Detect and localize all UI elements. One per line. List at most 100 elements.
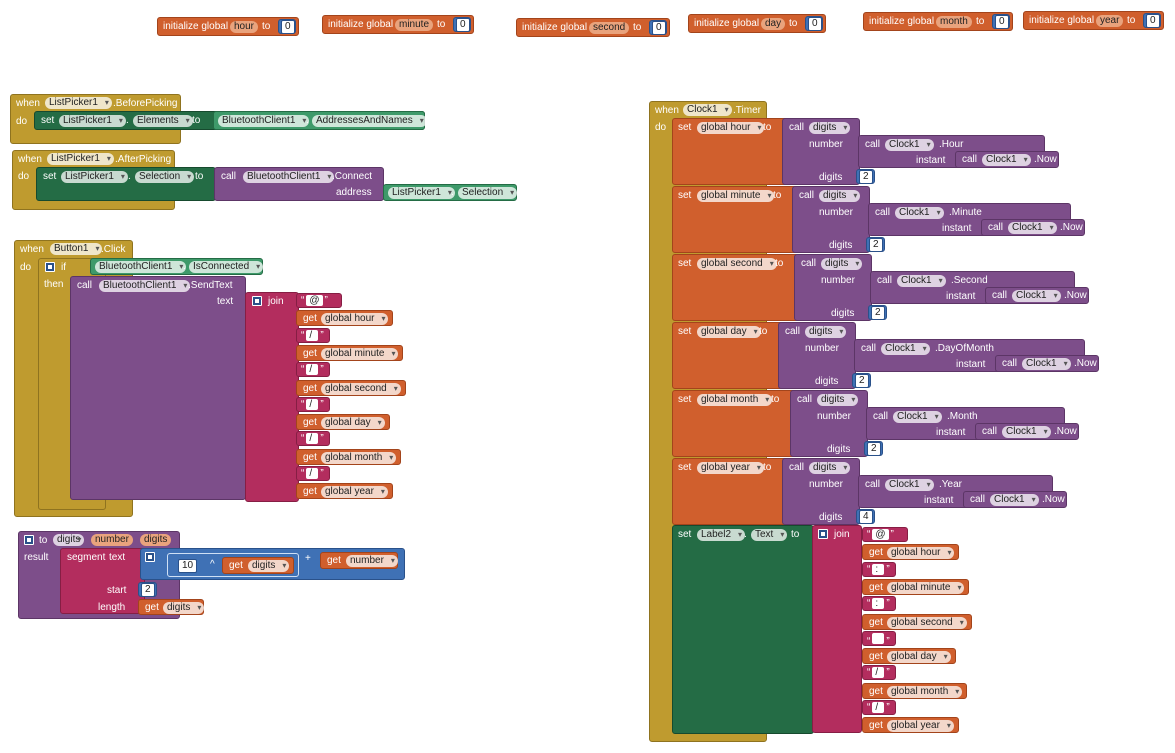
global-value-number[interactable]: 0 bbox=[808, 17, 822, 31]
text-string-block[interactable]: “/” bbox=[862, 665, 896, 681]
set-label-text-block[interactable]: set Label2 . Text to bbox=[672, 525, 814, 734]
label-property-dropdown[interactable]: Text bbox=[751, 529, 788, 541]
get-var-dropdown[interactable]: global year bbox=[321, 486, 388, 499]
get-var-dropdown[interactable]: global year bbox=[887, 720, 954, 733]
get-var-dropdown[interactable]: global month bbox=[887, 685, 963, 698]
text-string-value[interactable]: “@” bbox=[301, 295, 328, 306]
global-name-field[interactable]: second bbox=[589, 22, 630, 34]
text-string-value[interactable]: “/” bbox=[867, 667, 890, 679]
global-value-number[interactable]: 0 bbox=[1146, 14, 1160, 28]
digits-number-block[interactable]: 4 bbox=[856, 509, 875, 524]
param-number[interactable]: number bbox=[91, 534, 133, 546]
text-string-value[interactable]: “/” bbox=[301, 433, 324, 445]
addresses-and-names-getter[interactable]: BluetoothClient1 . AddressesAndNames bbox=[213, 111, 427, 130]
procedure-dropdown[interactable]: digits bbox=[819, 190, 861, 202]
digits-number-block[interactable]: 2 bbox=[864, 441, 883, 456]
procedure-dropdown[interactable]: digits bbox=[821, 258, 863, 270]
text-string-value[interactable]: “/” bbox=[867, 702, 890, 713]
global-value-number-block[interactable]: 0 bbox=[278, 19, 296, 34]
get-var-dropdown[interactable]: number bbox=[346, 555, 398, 567]
get-var-dropdown[interactable]: global second bbox=[321, 382, 401, 395]
global-name-field[interactable]: hour bbox=[230, 21, 259, 33]
text-string-literal[interactable]: / bbox=[306, 329, 319, 341]
text-string-block[interactable]: “/” bbox=[296, 431, 330, 447]
get-length-digits-block[interactable]: get digits bbox=[138, 599, 205, 615]
start-number-block[interactable]: 2 bbox=[138, 582, 157, 597]
set-var-dropdown[interactable]: global day bbox=[697, 326, 761, 338]
clock-component-dropdown[interactable]: Clock1 bbox=[895, 207, 944, 219]
global-value-number-block[interactable]: 0 bbox=[453, 17, 471, 32]
set-component-dropdown[interactable]: ListPicker1 bbox=[61, 171, 128, 183]
text-string-value[interactable]: “@” bbox=[867, 529, 894, 540]
text-string-block[interactable]: “/” bbox=[296, 466, 330, 481]
text-string-literal[interactable]: / bbox=[872, 667, 885, 679]
get-var-dropdown[interactable]: global second bbox=[887, 616, 967, 629]
procedure-dropdown[interactable]: digits bbox=[809, 122, 851, 134]
text-string-value[interactable]: “/” bbox=[301, 364, 324, 376]
power-base-number[interactable]: 10 bbox=[178, 559, 198, 573]
digits-number-block[interactable]: 2 bbox=[856, 169, 875, 184]
text-string-literal[interactable]: / bbox=[306, 468, 319, 479]
is-connected-getter[interactable]: BluetoothClient1 . IsConnected bbox=[90, 258, 264, 275]
clock-component-dropdown[interactable]: Clock1 bbox=[1012, 290, 1061, 302]
set-property-dropdown[interactable]: Elements bbox=[133, 115, 193, 127]
get-var-dropdown[interactable]: global minute bbox=[321, 347, 399, 360]
text-string-block[interactable]: “/” bbox=[862, 700, 896, 715]
get-var-dropdown[interactable]: global minute bbox=[887, 581, 965, 594]
send-text-call-block[interactable]: call BluetoothClient1 .SendText text bbox=[70, 276, 246, 500]
set-selection-block[interactable]: set ListPicker1 . Selection to bbox=[36, 167, 216, 201]
join-mutator-icon[interactable] bbox=[252, 296, 262, 306]
get-var-dropdown[interactable]: global hour bbox=[887, 547, 955, 560]
procedure-dropdown[interactable]: digits bbox=[809, 462, 851, 474]
digits-number-value[interactable]: 2 bbox=[871, 306, 885, 320]
text-string-value[interactable]: “:” bbox=[867, 563, 890, 575]
digits-number-block[interactable]: 2 bbox=[868, 305, 887, 320]
text-string-value[interactable]: “/” bbox=[301, 398, 324, 410]
clock-component-dropdown[interactable]: Clock1 bbox=[1002, 426, 1051, 438]
plus-mutator-icon[interactable] bbox=[145, 552, 155, 562]
text-string-literal[interactable]: @ bbox=[306, 295, 323, 306]
get-var-dropdown[interactable]: global month bbox=[321, 451, 397, 464]
bluetooth-component-dropdown[interactable]: BluetoothClient1 bbox=[218, 115, 310, 127]
getter-component-dropdown[interactable]: ListPicker1 bbox=[388, 187, 455, 199]
is-connected-property-dropdown[interactable]: IsConnected bbox=[189, 261, 264, 273]
global-value-number[interactable]: 0 bbox=[995, 15, 1009, 29]
getter-property-dropdown[interactable]: Selection bbox=[458, 187, 518, 199]
global-value-number-block[interactable]: 0 bbox=[992, 14, 1010, 29]
digits-number-value[interactable]: 2 bbox=[869, 238, 883, 252]
text-string-block[interactable]: “ ” bbox=[862, 630, 896, 647]
digits-number-value[interactable]: 2 bbox=[867, 442, 881, 456]
text-string-value[interactable]: “:” bbox=[867, 598, 890, 610]
global-name-field[interactable]: day bbox=[761, 18, 786, 30]
call-digits-block[interactable]: calldigitsnumberdigits bbox=[792, 186, 870, 253]
selection-getter[interactable]: ListPicker1 . Selection bbox=[383, 184, 518, 201]
clock-component-dropdown[interactable]: Clock1 bbox=[893, 411, 942, 423]
set-component-dropdown[interactable]: ListPicker1 bbox=[59, 115, 126, 127]
global-value-number-block[interactable]: 0 bbox=[1143, 13, 1161, 28]
clock-component-dropdown[interactable]: Clock1 bbox=[885, 139, 934, 151]
global-value-number-block[interactable]: 0 bbox=[649, 20, 667, 35]
text-string-literal[interactable]: @ bbox=[872, 529, 889, 540]
set-var-dropdown[interactable]: global minute bbox=[697, 190, 775, 202]
text-string-value[interactable]: “/” bbox=[301, 329, 324, 341]
digits-number-value[interactable]: 2 bbox=[855, 374, 869, 388]
digits-number-value[interactable]: 2 bbox=[859, 170, 873, 184]
call-digits-block[interactable]: calldigitsnumberdigits bbox=[778, 322, 856, 389]
